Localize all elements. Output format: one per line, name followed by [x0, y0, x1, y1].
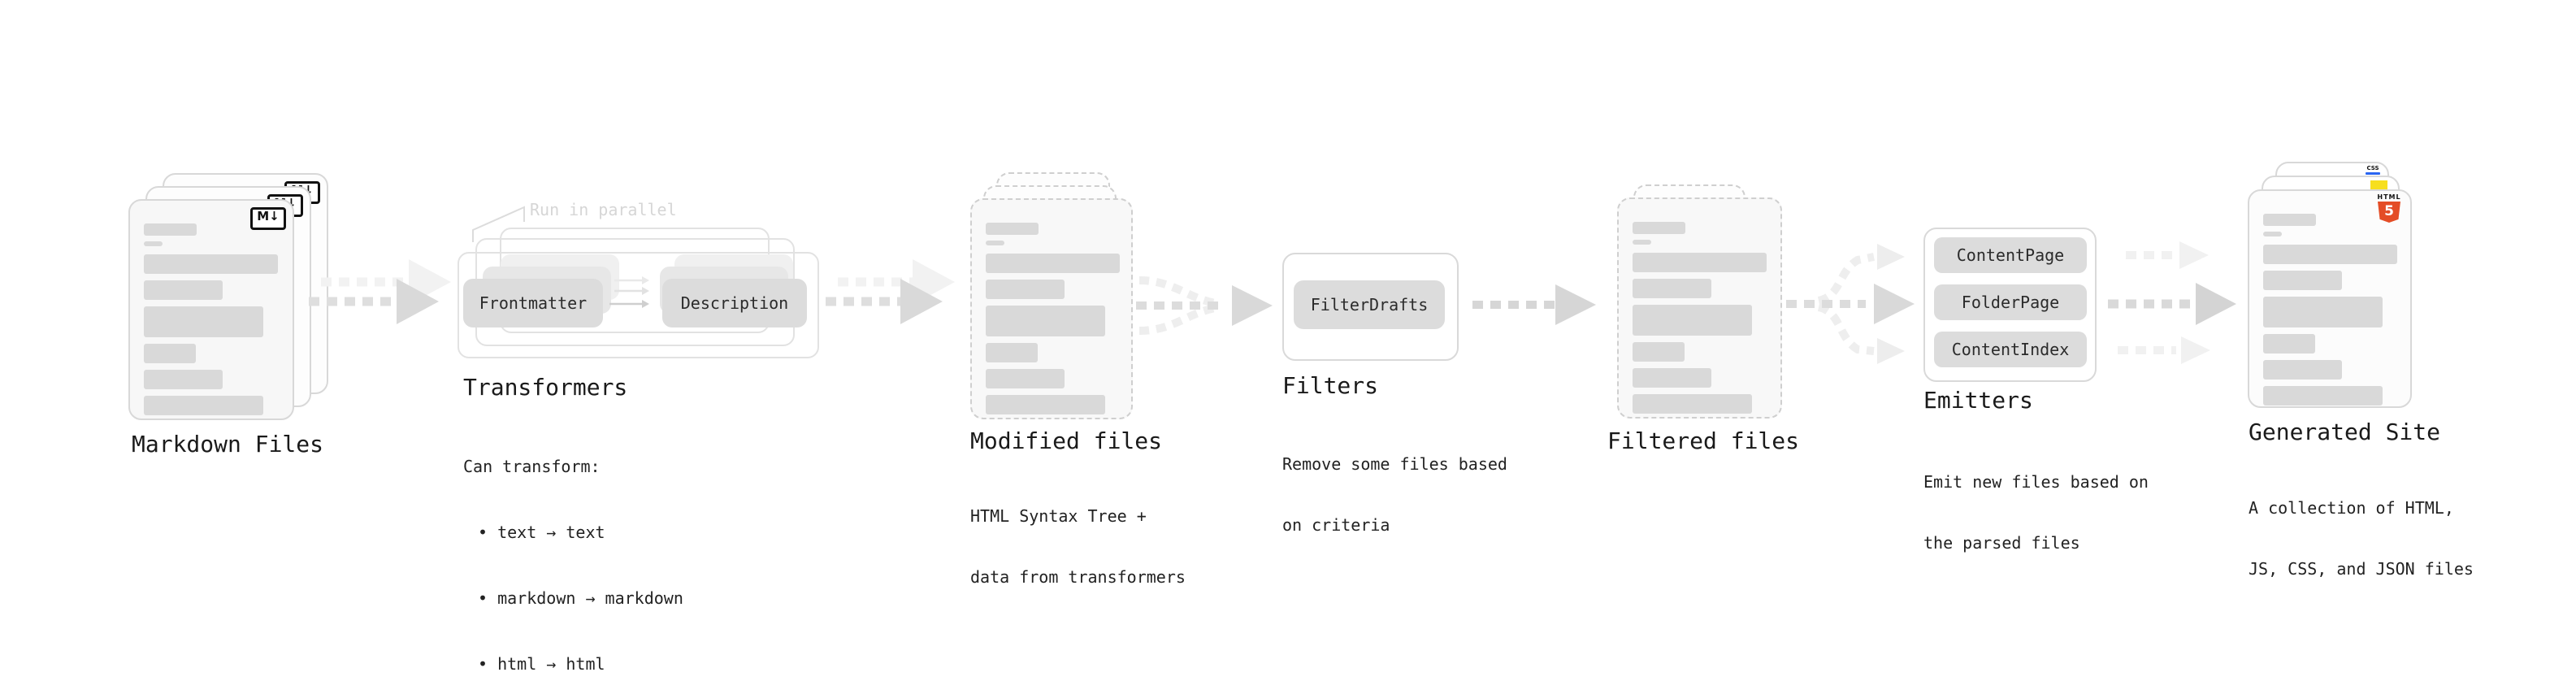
transformers-title: Transformers — [463, 374, 628, 401]
placeholder-line — [986, 241, 1004, 245]
placeholder-line — [1633, 368, 1711, 388]
placeholder-line — [2263, 214, 2316, 226]
markdown-file-card: M↓ — [128, 199, 294, 420]
transform-bullet: • markdown → markdown — [478, 588, 683, 608]
placeholder-line — [1633, 279, 1711, 298]
markdown-files-title: Markdown Files — [132, 431, 324, 458]
placeholder-line — [144, 280, 223, 300]
filters-description: Remove some files based on criteria — [1282, 454, 1507, 535]
placeholder-line — [2263, 245, 2397, 264]
placeholder-line — [1633, 222, 1685, 234]
flow-arrow-filters-to-filtered — [1472, 284, 1596, 325]
markdown-icon: M↓ — [250, 207, 286, 230]
filter-drafts-chip: FilterDrafts — [1294, 280, 1445, 329]
placeholder-line — [986, 280, 1065, 299]
html5-icon: HTML 5 — [2375, 194, 2403, 223]
fan-out-arrow-filtered-to-emitters — [1786, 244, 1915, 364]
placeholder-line — [2263, 334, 2315, 354]
placeholder-line — [144, 306, 263, 337]
placeholder-line — [144, 241, 163, 246]
placeholder-line — [144, 396, 263, 415]
emitters-description: Emit new files based on the parsed files — [1923, 472, 2149, 553]
placeholder-line — [144, 344, 196, 363]
placeholder-line — [144, 223, 197, 236]
placeholder-line — [1633, 240, 1651, 245]
content-index-chip: ContentIndex — [1934, 332, 2087, 367]
modified-file-card — [970, 198, 1133, 419]
placeholder-line — [2263, 271, 2342, 290]
html-file-card: HTML 5 — [2248, 189, 2412, 408]
transformers-description: Can transform: • text → text • markdown … — [463, 457, 683, 674]
transformer-box — [458, 252, 819, 358]
placeholder-line — [2263, 360, 2342, 380]
placeholder-line — [986, 369, 1065, 388]
flow-arrow-transformers-to-modified — [826, 259, 955, 324]
placeholder-line — [986, 223, 1039, 235]
transform-bullet: • html → html — [478, 654, 605, 674]
fan-in-arrow-modified-to-filters — [1136, 276, 1273, 335]
placeholder-line — [144, 370, 223, 389]
filtered-file-card — [1617, 197, 1782, 419]
modified-files-description: HTML Syntax Tree + data from transformer… — [970, 506, 1186, 587]
placeholder-line — [986, 306, 1105, 336]
placeholder-line — [986, 395, 1105, 414]
flow-arrows-emitters-to-generated — [2108, 241, 2236, 364]
generated-site-title: Generated Site — [2249, 419, 2441, 445]
placeholder-line — [2263, 297, 2383, 327]
modified-files-title: Modified files — [970, 427, 1163, 454]
css-icon: CSS — [2366, 166, 2380, 175]
placeholder-line — [144, 254, 278, 274]
transform-bullet: • text → text — [478, 523, 605, 542]
placeholder-line — [1633, 342, 1685, 362]
filters-title: Filters — [1282, 372, 1379, 399]
content-page-chip: ContentPage — [1934, 237, 2087, 273]
placeholder-line — [1633, 394, 1752, 414]
emitters-title: Emitters — [1923, 387, 2033, 414]
run-in-parallel-note: Run in parallel — [530, 200, 677, 219]
js-icon — [2370, 180, 2387, 190]
placeholder-line — [1633, 305, 1752, 336]
filtered-files-title: Filtered files — [1607, 427, 1800, 454]
placeholder-line — [986, 254, 1120, 273]
folder-page-chip: FolderPage — [1934, 284, 2087, 320]
placeholder-line — [2263, 232, 2282, 236]
flow-arrow-markdown-to-transformers — [309, 259, 451, 324]
frontmatter-chip: Frontmatter — [463, 279, 603, 327]
placeholder-line — [2263, 386, 2383, 406]
generated-site-description: A collection of HTML, JS, CSS, and JSON … — [2249, 498, 2474, 579]
placeholder-line — [986, 343, 1038, 362]
description-chip: Description — [662, 279, 807, 327]
placeholder-line — [1633, 253, 1767, 272]
